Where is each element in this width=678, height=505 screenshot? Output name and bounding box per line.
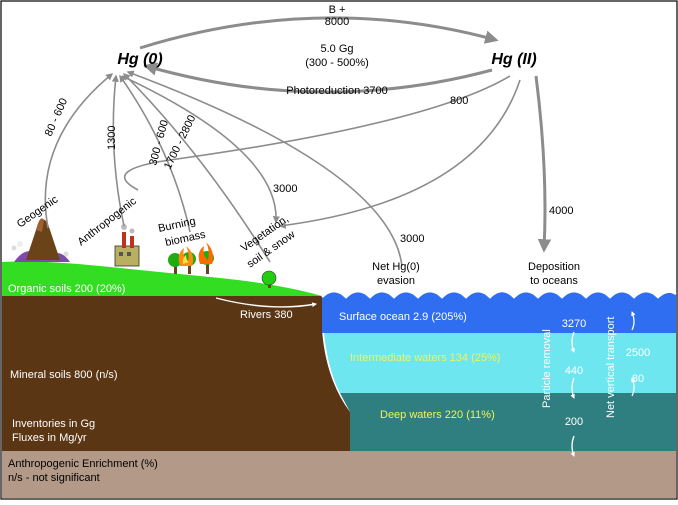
intermediate-waters-label: Intermediate waters 134 (25%) — [350, 352, 500, 364]
hg2-land-flux: 800 — [450, 95, 468, 107]
oxidation-arrow — [139, 16, 499, 50]
surface-ocean-layer — [322, 291, 676, 333]
photoreduction-arrow — [143, 62, 493, 94]
oxidation-flux: 8000 — [325, 16, 349, 28]
mineral-soil-block — [2, 296, 386, 451]
hg2-label: Hg (II) — [491, 51, 536, 68]
atmosphere-mass: 5.0 Gg — [320, 43, 353, 55]
ocean-evasion-flux: 3000 — [400, 233, 424, 245]
organic-soils-label: Organic soils 200 (20%) — [8, 283, 125, 295]
legend-fluxes: Fluxes in Mg/yr — [12, 432, 87, 444]
anthropogenic-flux: 1300 — [106, 126, 118, 150]
ocean-deposition-arrow — [534, 75, 552, 253]
land-hg0-flux: 3000 — [273, 183, 297, 195]
atmosphere-enrichment: (300 - 500%) — [305, 57, 369, 69]
evasion-label-1: Net Hg(0) — [372, 261, 420, 273]
sediment-layer — [2, 451, 676, 498]
photoreduction-label: Photoreduction 3700 — [286, 85, 388, 97]
intermediate-waters-layer — [324, 333, 676, 393]
legend-not-significant: n/s - not significant — [8, 472, 100, 484]
deep-waters-edge — [340, 393, 350, 412]
rivers-label: Rivers 380 — [240, 309, 293, 321]
deep-waters-layer — [350, 393, 676, 451]
hg2-land-arrow-a — [124, 75, 511, 191]
ocean-deposition-flux: 4000 — [549, 205, 573, 217]
particle-removal-2: 440 — [565, 365, 583, 377]
net-vertical-transport-label: Net vertical transport — [605, 317, 617, 418]
burning-trees-icon — [168, 242, 214, 274]
deposition-label-2: to oceans — [530, 275, 578, 287]
particle-removal-3: 200 — [565, 416, 583, 428]
vegetation-tree-icon — [261, 270, 277, 288]
vertical-transport-2: 80 — [632, 373, 644, 385]
vegetation-emission-arrow — [122, 72, 271, 263]
geogenic-flux: 80 - 600 — [43, 96, 70, 138]
deep-waters-label: Deep waters 220 (11%) — [380, 409, 495, 421]
particle-removal-label: Particle removal — [541, 329, 553, 408]
surface-ocean-label: Surface ocean 2.9 (205%) — [339, 311, 467, 323]
hg2-land-arrow-b — [278, 79, 521, 229]
vertical-transport-1: 2500 — [626, 347, 650, 359]
hg0-label: Hg (0) — [117, 51, 162, 68]
anthropogenic-arrow — [111, 74, 125, 227]
ocean-evasion-arrow — [126, 70, 403, 267]
grass-surface — [2, 261, 322, 296]
ocean-vertical-arrows — [570, 311, 636, 457]
factory-icon — [114, 224, 140, 267]
volcano-icon — [11, 218, 70, 262]
land-deposition-arrow — [121, 75, 280, 224]
wave-crests — [321, 289, 677, 299]
evasion-label-2: evasion — [377, 275, 415, 287]
legend-inventories: Inventories in Gg — [12, 418, 95, 430]
geogenic-arrow — [44, 73, 114, 229]
deposition-label-1: Deposition — [528, 261, 580, 273]
oxidation-label: B + — [329, 4, 346, 16]
mineral-soils-label: Mineral soils 800 (n/s) — [10, 369, 118, 381]
legend-enrichment: Anthropogenic Enrichment (%) — [8, 458, 158, 470]
anthropogenic-label: Anthropogenic — [75, 195, 139, 248]
burning-arrow — [119, 74, 191, 233]
rivers-arrow — [215, 297, 317, 308]
particle-removal-1: 3270 — [562, 318, 586, 330]
